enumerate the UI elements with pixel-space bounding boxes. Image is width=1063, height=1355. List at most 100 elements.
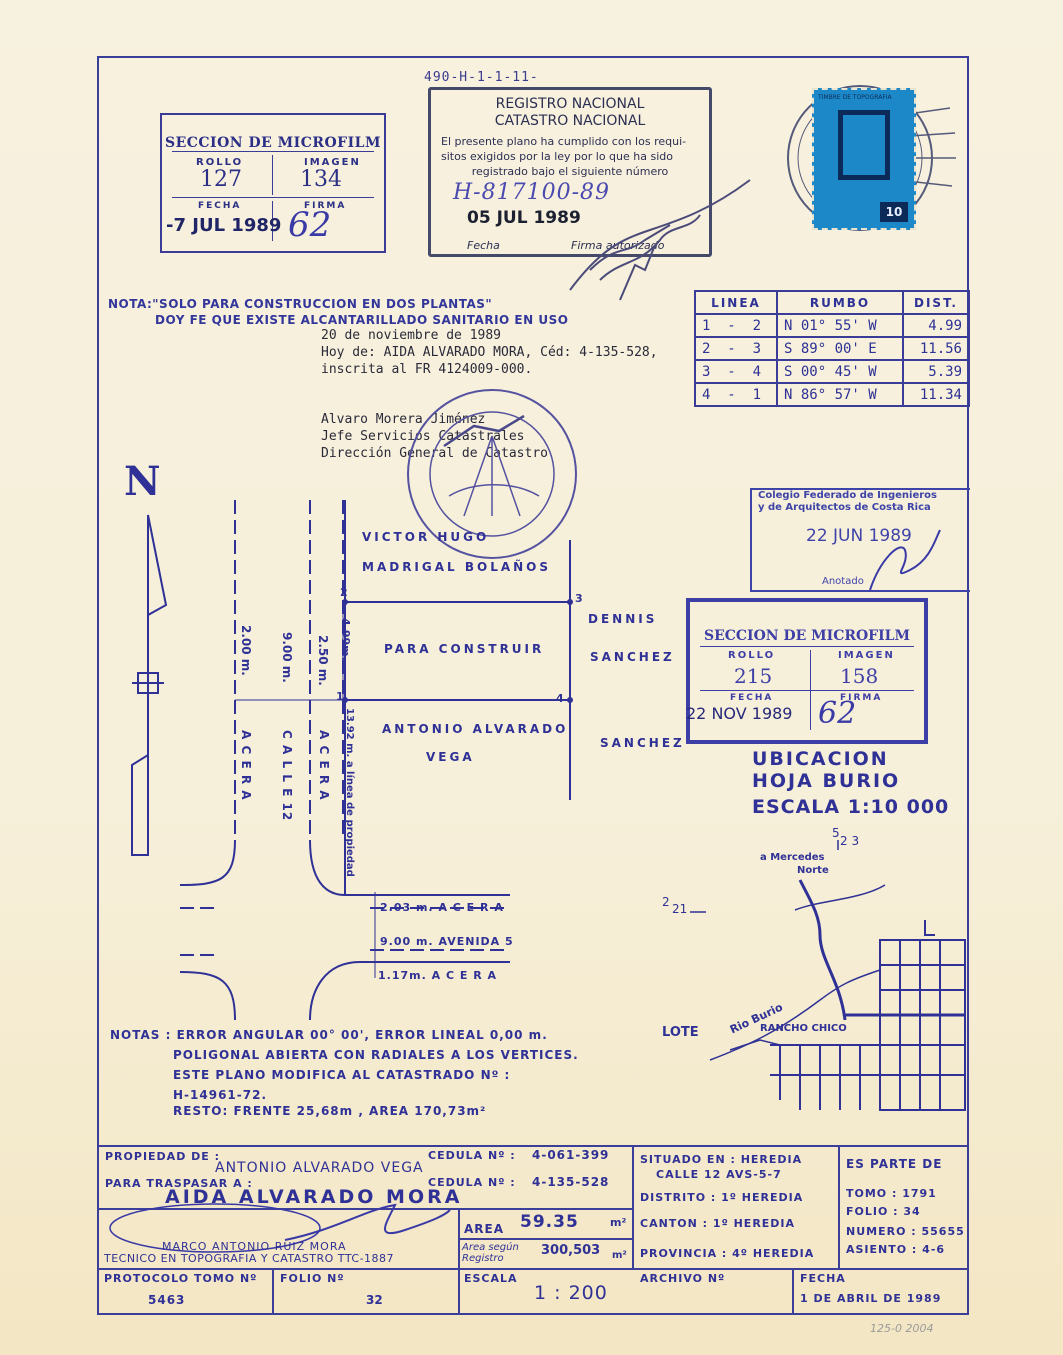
location-map <box>690 840 966 1111</box>
divider <box>458 1208 460 1315</box>
divider <box>172 151 374 152</box>
escala-label: ESCALA <box>464 1272 518 1285</box>
notas-line2: POLIGONAL ABIERTA CON RADIALES A LOS VER… <box>173 1048 579 1062</box>
registro-text1: El presente plano ha cumplido con los re… <box>441 135 687 148</box>
typed-date: 20 de noviembre de 1989 <box>321 328 502 343</box>
rollo-label: ROLLO <box>728 650 776 661</box>
area-unit: m² <box>610 1216 627 1229</box>
fecha-value: 22 NOV 1989 <box>686 704 793 723</box>
divider <box>838 1145 840 1268</box>
divider <box>272 201 273 241</box>
registro-text2: sitos exigidos por la ley por lo que ha … <box>441 150 673 163</box>
dim-acera-south: 1.17m. A C E R A <box>378 969 498 982</box>
rollo-label: ROLLO <box>196 157 244 168</box>
rollo-value: 127 <box>200 167 242 192</box>
vertex-2: 2 <box>340 586 348 599</box>
vertex-4: 4 <box>556 692 564 705</box>
signature-scribble <box>569 179 751 301</box>
typed-signer-name: Alvaro Morera Jiménez <box>321 412 486 427</box>
situado-line2: CALLE 12 AVS-5-7 <box>656 1168 782 1181</box>
plan-border <box>97 56 969 1315</box>
timbre-emblem <box>838 110 890 180</box>
protocolo-label: PROTOCOLO TOMO Nº <box>104 1272 258 1285</box>
registro-number: H-817100-89 <box>453 180 611 205</box>
vertex-1: 1 <box>336 690 344 703</box>
cell-rumbo: N 86° 57' W <box>776 382 904 407</box>
firma-label: FIRMA <box>840 693 883 703</box>
nota-line2: DOY FE QUE EXISTE ALCANTARILLADO SANITAR… <box>155 313 569 327</box>
cell-rumbo: S 89° 00' E <box>776 336 904 361</box>
situado-line1: SITUADO EN : HEREDIA <box>640 1153 803 1166</box>
distrito: DISTRITO : 1º HEREDIA <box>640 1191 804 1204</box>
typed-signer-office: Dirección General de Catastro <box>321 446 548 461</box>
imagen-value: 158 <box>840 664 879 688</box>
cell-rumbo: N 01° 55' W <box>776 313 904 338</box>
imagen-label: IMAGEN <box>304 157 361 168</box>
map-rancho-chico: RANCHO CHICO <box>760 1023 847 1034</box>
registro-fecha-label: Fecha <box>467 239 500 252</box>
owner-name: ANTONIO ALVARADO VEGA <box>215 1160 424 1176</box>
divider <box>792 1268 794 1315</box>
fecha-value: -7 JUL 1989 <box>166 215 282 236</box>
tomo: TOMO : 1791 <box>846 1187 937 1200</box>
typed-inscrita: inscrita al FR 4124009-000. <box>321 362 533 377</box>
vertex-3: 3 <box>575 592 583 605</box>
imagen-label: IMAGEN <box>838 650 895 661</box>
divider <box>97 1268 969 1270</box>
surveyor-name: MARCO ANTONIO RUIZ MORA <box>162 1240 347 1253</box>
fecha-label: FECHA <box>198 201 242 211</box>
asiento: ASIENTO : 4-6 <box>846 1243 946 1256</box>
plan-reference-number: 490-H-1-1-11- <box>424 70 539 85</box>
cell-dist: 4.99 <box>902 313 970 338</box>
cell-dist: 11.34 <box>902 382 970 407</box>
registro-date: 05 JUL 1989 <box>467 208 581 228</box>
canton: CANTON : 1º HEREDIA <box>640 1217 796 1230</box>
microfilm-stamp-1: SECCION DE MICROFILM ROLLO IMAGEN 127 13… <box>160 113 386 253</box>
propiedad-label: PROPIEDAD DE : <box>105 1150 221 1163</box>
colegio-anotado: Anotado <box>822 576 864 587</box>
dim-acera-north: 2.03 m. A C E R A <box>380 901 504 914</box>
neighbor-east-3: SANCHEZ <box>600 736 685 750</box>
neighbor-east-1: DENNIS <box>588 612 658 626</box>
rollo-value: 215 <box>734 664 773 688</box>
table-row: 2 - 3 S 89° 00' E 11.56 <box>694 336 970 361</box>
colegio-line2: y de Arquitectos de Costa Rica <box>758 502 931 513</box>
col-header-dist: DIST. <box>902 290 970 315</box>
folio-label: FOLIO Nº <box>280 1272 345 1285</box>
site-plan-drawing <box>180 500 573 1020</box>
microfilm-stamp-2: SECCION DE MICROFILM ROLLO IMAGEN 215 15… <box>686 598 928 744</box>
acquirer-name: AIDA ALVARADO MORA <box>165 1186 463 1208</box>
cell-from: 4 <box>702 386 711 403</box>
ubicacion-hoja: HOJA BURIO <box>752 770 901 792</box>
registro-nacional-stamp: REGISTRO NACIONAL CATASTRO NACIONAL El p… <box>428 87 712 257</box>
area-value: 59.35 <box>520 1212 579 1232</box>
parcel-label: PARA CONSTRUIR <box>384 642 545 656</box>
dim-side: 4.99m. <box>339 618 352 661</box>
notas-line3: ESTE PLANO MODIFICA AL CATASTRADO Nº : <box>173 1068 511 1082</box>
divider <box>97 1208 634 1210</box>
divider <box>632 1145 634 1268</box>
map-lote: LOTE <box>662 1025 699 1040</box>
fecha-label: FECHA <box>800 1272 846 1285</box>
area-registro-unit: m² <box>612 1250 627 1261</box>
dim-acera-west: 2.00 m. <box>239 625 253 676</box>
typed-hoy: Hoy de: AIDA ALVARADO MORA, Céd: 4-135-5… <box>321 345 658 360</box>
es-parte-label: ES PARTE DE <box>846 1157 943 1171</box>
registro-line2: CATASTRO NACIONAL <box>494 113 646 129</box>
divider <box>272 1268 274 1315</box>
notas-line1: NOTAS : ERROR ANGULAR 00° 00', ERROR LIN… <box>110 1028 548 1042</box>
map-coord-top: 5 <box>832 826 840 840</box>
map-mercedes: a Mercedes <box>760 852 825 863</box>
map-coord-top-2: 2 3 <box>840 834 860 848</box>
timbre-value: 10 <box>880 202 908 222</box>
folio-value: 32 <box>366 1293 383 1307</box>
escala-value: 1 : 200 <box>534 1282 608 1304</box>
col-header-rumbo: RUMBO <box>776 290 904 315</box>
timbre-label: TIMBRE DE TOPOGRAFIA <box>818 94 892 101</box>
imagen-value: 134 <box>300 167 342 192</box>
divider <box>700 646 914 647</box>
registro-line1: REGISTRO NACIONAL <box>495 96 645 112</box>
divider <box>272 155 273 195</box>
catastro-seal <box>407 389 577 559</box>
